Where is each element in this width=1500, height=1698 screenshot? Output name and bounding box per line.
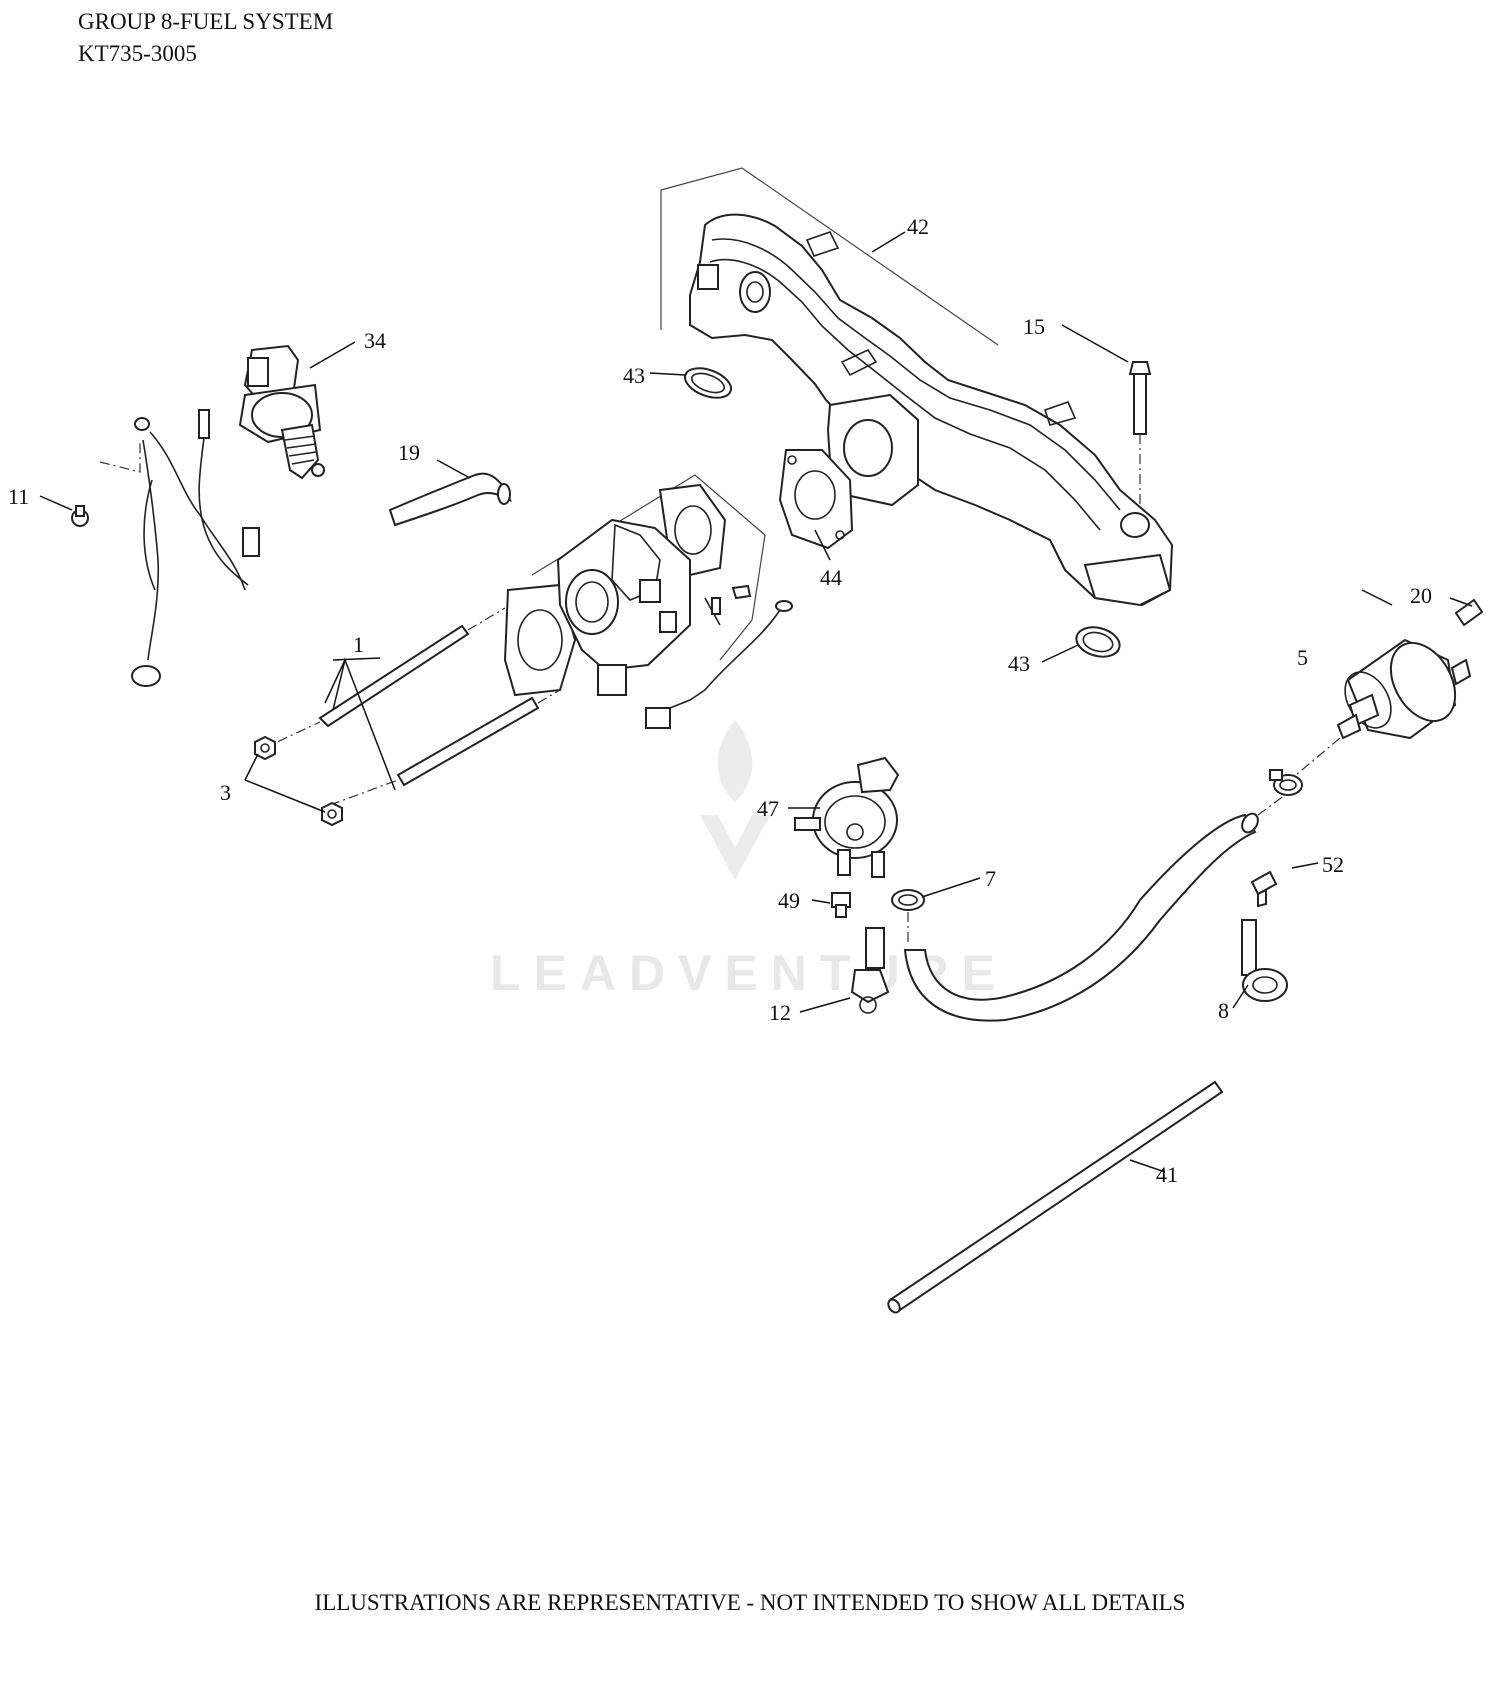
callout-12: 12 bbox=[769, 1000, 791, 1025]
wiring-harness bbox=[99, 409, 260, 687]
hose-clamp bbox=[891, 889, 925, 945]
pump-fitting bbox=[850, 927, 890, 1014]
fuel-filter bbox=[1289, 638, 1472, 781]
manifold-gasket-upper bbox=[684, 367, 732, 399]
callout-19: 19 bbox=[398, 440, 420, 465]
callout-52: 52 bbox=[1322, 852, 1344, 877]
manifold-bolt bbox=[1128, 361, 1152, 505]
callout-47: 47 bbox=[757, 796, 779, 821]
diagram-title: GROUP 8-FUEL SYSTEM bbox=[78, 9, 334, 34]
intake-manifold bbox=[660, 167, 1174, 607]
fuel-line-hose bbox=[903, 794, 1286, 1022]
carburetor-studs bbox=[259, 607, 561, 806]
callouts: 42 15 43 34 19 11 44 43 20 5 1 3 47 49 7… bbox=[8, 214, 1432, 1187]
callout-20: 20 bbox=[1410, 583, 1432, 608]
carburetor-assembly bbox=[503, 474, 793, 729]
callout-5: 5 bbox=[1297, 645, 1308, 670]
callout-41: 41 bbox=[1156, 1162, 1178, 1187]
fuel-line bbox=[887, 1080, 1224, 1314]
callout-8: 8 bbox=[1218, 998, 1229, 1023]
leader-lines bbox=[39, 231, 1473, 1173]
callout-15: 15 bbox=[1023, 314, 1045, 339]
fuel-pump bbox=[794, 756, 900, 878]
model-number: KT735-3005 bbox=[78, 41, 197, 66]
watermark-flame-icon bbox=[700, 720, 770, 880]
vent-hose bbox=[388, 472, 512, 527]
filter-fitting bbox=[1454, 598, 1484, 627]
watermark: LEADVENTURE bbox=[490, 720, 995, 1001]
pump-screw bbox=[831, 892, 851, 918]
callout-34: 34 bbox=[364, 328, 386, 353]
callout-44: 44 bbox=[820, 565, 842, 590]
callout-3: 3 bbox=[220, 780, 231, 805]
stud-nuts bbox=[254, 735, 343, 827]
carburetor-gasket bbox=[778, 449, 854, 550]
barb-fitting bbox=[1250, 870, 1278, 908]
hose-clip bbox=[1241, 919, 1288, 1002]
manifold-gasket-lower bbox=[1075, 626, 1121, 658]
filter-hose-clamp bbox=[1269, 769, 1303, 796]
callout-43-lower: 43 bbox=[1008, 651, 1030, 676]
callout-1: 1 bbox=[353, 632, 364, 657]
callout-43-upper: 43 bbox=[623, 363, 645, 388]
fuel-solenoid bbox=[238, 344, 325, 480]
callout-11: 11 bbox=[8, 484, 29, 509]
callout-42: 42 bbox=[907, 214, 929, 239]
callout-49: 49 bbox=[778, 888, 800, 913]
harness-screw bbox=[71, 505, 89, 527]
disclaimer-footer: ILLUSTRATIONS ARE REPRESENTATIVE - NOT I… bbox=[314, 1590, 1186, 1615]
callout-7: 7 bbox=[985, 866, 996, 891]
